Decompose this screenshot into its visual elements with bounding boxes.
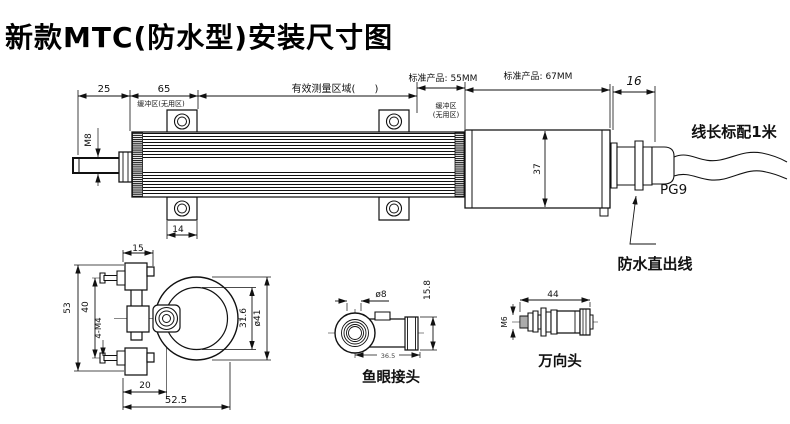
dim-lug-hole: 14 [172, 225, 184, 235]
dim-head-height: 37 [533, 163, 543, 174]
dim-nut-height: 15.8 [423, 280, 433, 300]
clamp-screw-top [100, 271, 125, 285]
dim-fisheye-length: 36.5 [381, 352, 395, 360]
fisheye-dimension-lines [335, 298, 436, 358]
bracket-view: 15 53 40 4-M4 20 52.5 31.6 ø41 [63, 244, 271, 410]
dim-hole-dia: ø8 [375, 290, 387, 300]
dim-bracket-width: 52.5 [165, 395, 187, 406]
dim-pad-width: 15 [132, 244, 143, 254]
dim-screws: 4-M4 [94, 317, 104, 338]
label-buffer-note: 缓冲区(无用区) [137, 99, 185, 108]
universal-texts: 44 M6 万向头 [500, 290, 582, 370]
cable-exit-leader [630, 196, 656, 244]
dim-universal-length: 44 [547, 290, 559, 300]
label-cable-length: 线长标配1米 [691, 123, 777, 141]
bracket-extension-lines [74, 250, 271, 410]
sensor-body [132, 132, 464, 197]
label-buffer2-line2: (无用区) [433, 111, 460, 119]
cable-wires [674, 152, 787, 180]
label-universal: 万向头 [537, 352, 582, 370]
mounting-lug-bottom-left [167, 197, 197, 220]
dim-outer-dia: ø41 [253, 310, 263, 327]
bracket-dimension-texts: 15 53 40 4-M4 20 52.5 31.6 ø41 [63, 244, 263, 406]
universal-end-socket [580, 309, 593, 335]
universal-body [557, 311, 580, 333]
dim-std67: 标准产品: 67MM [504, 70, 573, 82]
fisheye-ball-outer [335, 313, 375, 353]
dim-inner-dia: 31.6 [239, 308, 249, 328]
universal-dimension-lines [510, 297, 590, 340]
dim-hub-offset: 20 [139, 381, 151, 391]
fisheye-view: ø8 15.8 36.5 鱼眼接头 [328, 280, 437, 386]
dim-rod-thread: M8 [84, 133, 94, 147]
mounting-lug-top-left [167, 110, 197, 133]
dim-universal-thread: M6 [500, 316, 509, 327]
universal-extension-lines [520, 302, 590, 312]
mounting-lug-bottom-right [379, 197, 409, 220]
dim-rod-extension: 25 [98, 84, 111, 95]
main-view: 25 65 有效测量区域( ) 缓冲区(无用区) 标准产品: 55MM 缓冲区 … [73, 70, 787, 273]
clamp-screw-bottom [100, 351, 125, 365]
push-rod [73, 158, 120, 173]
sensor-head [465, 130, 610, 216]
drawing-title: 新款MTC(防水型)安装尺寸图 [5, 21, 394, 54]
dim-left-buffer: 65 [158, 84, 171, 95]
fisheye-texts: ø8 15.8 36.5 鱼眼接头 [362, 280, 433, 386]
dim-gland-length: 16 [626, 74, 642, 88]
dim-bracket-height: 53 [63, 302, 73, 313]
main-dimension-texts: 25 65 有效测量区域( ) 缓冲区(无用区) 标准产品: 55MM 缓冲区 … [84, 70, 778, 273]
fisheye-tab [375, 312, 390, 320]
label-fisheye: 鱼眼接头 [362, 368, 420, 386]
main-dimension-lines [78, 85, 656, 244]
rod-nut [119, 152, 132, 182]
universal-view: 44 M6 万向头 [500, 290, 598, 370]
cable-gland [611, 141, 674, 190]
universal-nut-stack [528, 308, 557, 336]
dim-hole-spacing: 40 [81, 301, 91, 313]
fisheye-ball-rings [342, 320, 369, 347]
fisheye-nut [405, 317, 418, 350]
label-gland-type: PG9 [660, 182, 687, 198]
universal-thread-rod [520, 316, 528, 328]
label-cable-exit: 防水直出线 [617, 255, 692, 273]
dim-effective-zone: 有效测量区域( ) [292, 82, 379, 95]
dim-std55: 标准产品: 55MM [409, 72, 478, 84]
clamp-hub [153, 305, 180, 332]
clamp-body [125, 263, 154, 375]
label-buffer2-line1: 缓冲区 [436, 101, 457, 110]
mounting-lug-top-right [379, 110, 409, 133]
bracket-dimension-lines [75, 250, 270, 410]
